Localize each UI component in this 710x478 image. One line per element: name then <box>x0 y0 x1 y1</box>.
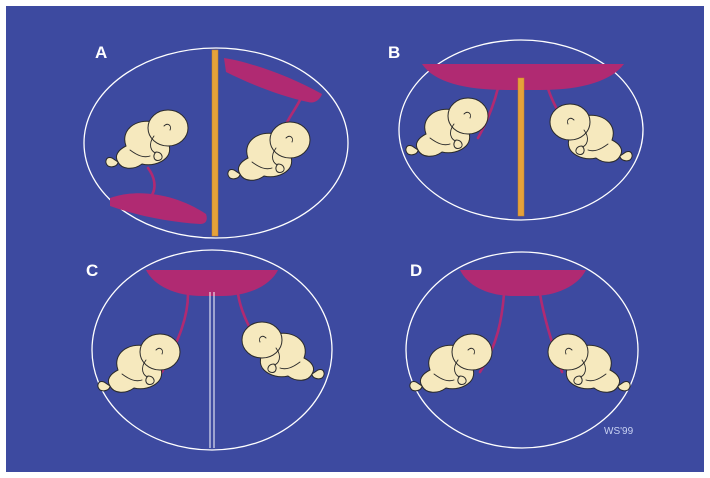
panel-d-label: D <box>410 261 422 280</box>
panel-c-label: C <box>86 261 98 280</box>
panel-b-membrane <box>518 78 524 216</box>
artist-signature: WS'99 <box>604 426 634 437</box>
panel-a-membrane <box>212 50 218 236</box>
panel-b-label: B <box>388 43 400 62</box>
panel-a-label: A <box>95 43 107 62</box>
